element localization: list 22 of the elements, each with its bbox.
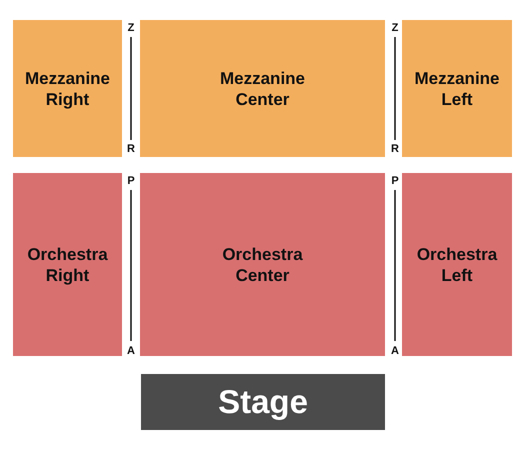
seating-section [402, 173, 512, 356]
section-label: Orchestra Left [416, 244, 498, 286]
seating-section [140, 20, 385, 157]
row-letter: R [391, 143, 399, 155]
row-letter: Z [128, 22, 134, 34]
row-letter: R [127, 143, 135, 155]
row-letter: P [391, 175, 399, 187]
section-label: Mezzanine Left [413, 68, 501, 110]
row-letter: A [127, 345, 135, 357]
row-letter: Z [392, 22, 398, 34]
stage-block [141, 374, 385, 430]
section-label: Mezzanine Right [24, 68, 112, 110]
seating-section [13, 173, 122, 356]
section-label: Orchestra Center [221, 244, 304, 286]
section-label: Mezzanine Center [218, 68, 306, 110]
seating-section [402, 20, 512, 157]
stage-label: Stage [218, 383, 308, 421]
row-letter: A [391, 345, 399, 357]
seating-section [13, 20, 122, 157]
section-label: Orchestra Right [26, 244, 109, 286]
seating-section [140, 173, 385, 356]
row-letter: P [127, 175, 135, 187]
